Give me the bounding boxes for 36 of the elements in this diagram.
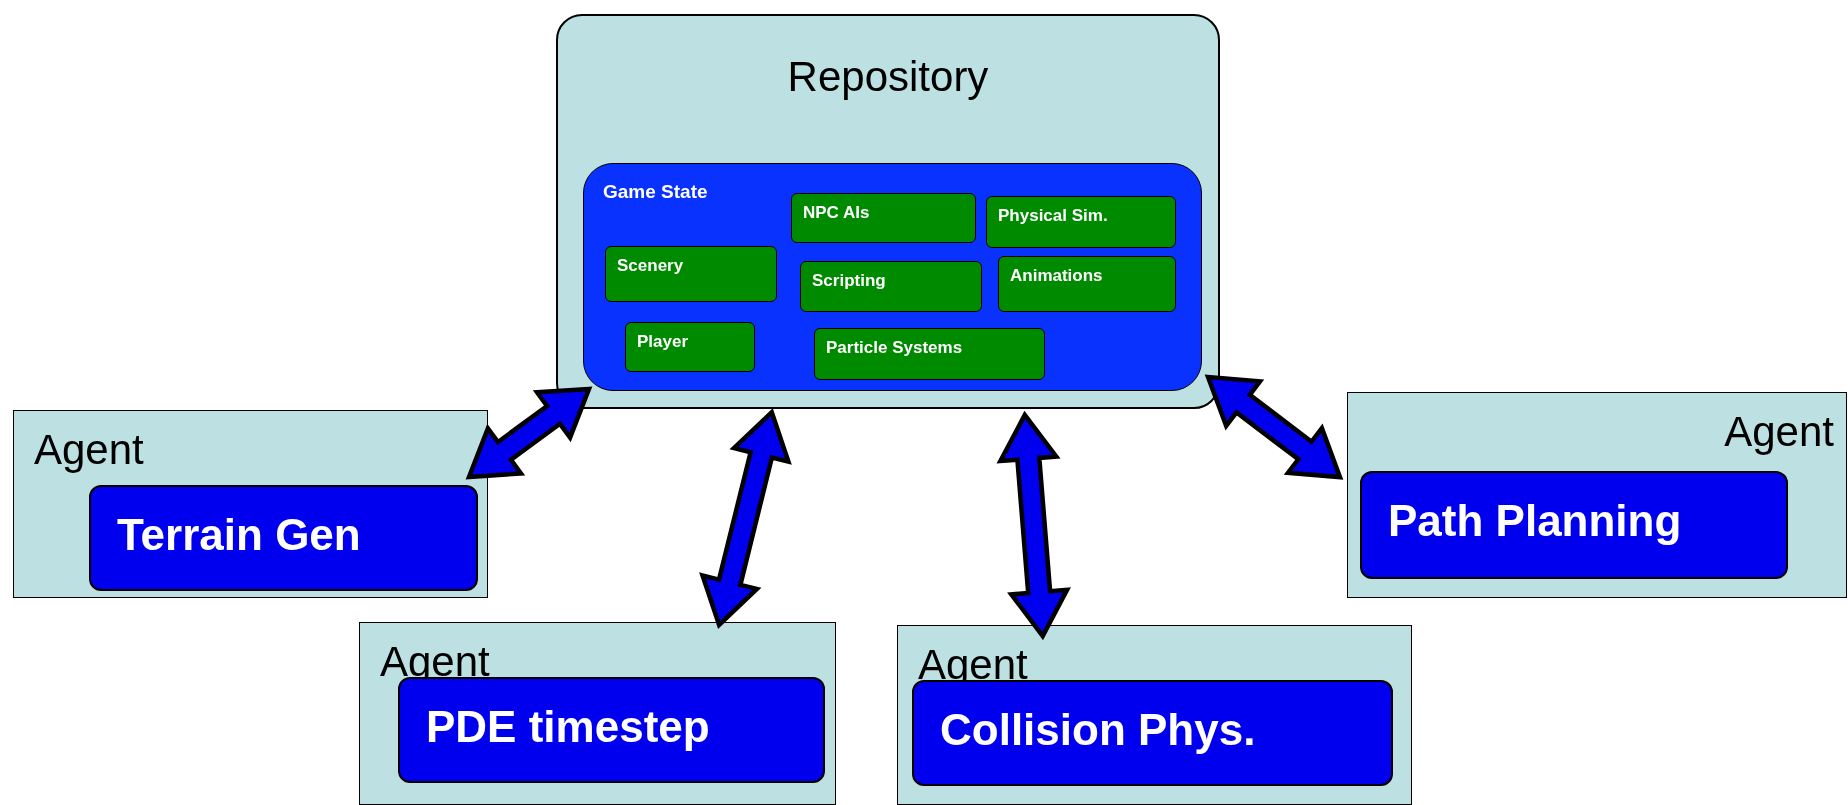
component-label: Scripting [812, 272, 886, 291]
double-arrow [996, 410, 1071, 641]
agent-process-box [398, 677, 825, 783]
agent-panel [359, 622, 836, 805]
process-label: Collision Phys. [940, 706, 1256, 755]
agent-process-box [1360, 471, 1788, 579]
double-arrow [1204, 374, 1344, 480]
agent-panel [13, 410, 488, 598]
double-arrow [465, 386, 593, 480]
agent-process-box [912, 680, 1393, 786]
panel-title: Game State [603, 182, 708, 203]
component-box [998, 256, 1176, 312]
process-label: Path Planning [1388, 497, 1682, 546]
component-box [986, 196, 1176, 248]
panel-title: Repository [787, 54, 989, 101]
component-label: Particle Systems [826, 339, 963, 358]
component-box [800, 261, 982, 312]
agent-label: Agent [1724, 409, 1834, 456]
component-box [605, 246, 777, 302]
component-box [814, 328, 1045, 380]
agent-panel [897, 625, 1412, 805]
game-state-panel [583, 163, 1202, 391]
component-label: Scenery [617, 257, 684, 276]
repository-panel [556, 14, 1220, 409]
process-label: Terrain Gen [117, 511, 361, 560]
component-label: Animations [1010, 267, 1103, 286]
component-box [791, 193, 976, 243]
double-arrow [699, 408, 792, 629]
component-label: Physical Sim. [998, 207, 1108, 226]
component-label: Player [637, 333, 689, 352]
agent-label: Agent [34, 427, 144, 474]
component-box [625, 322, 755, 372]
agent-panel [1347, 392, 1847, 598]
process-label: PDE timestep [426, 703, 710, 752]
agent-process-box [89, 485, 478, 591]
component-label: NPC AIs [803, 204, 870, 223]
